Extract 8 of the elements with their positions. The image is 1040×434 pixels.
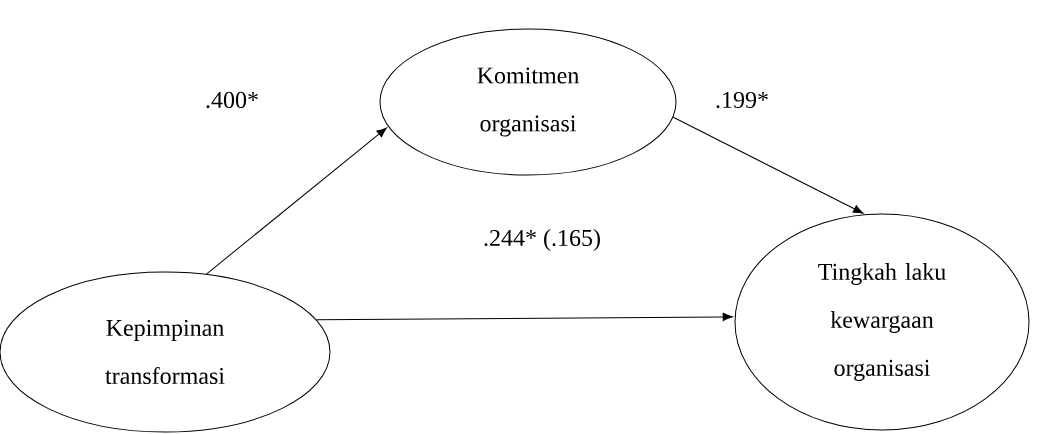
edge-label: .199* [713,89,771,111]
ellipse-node: Komitmen organisasi [379,28,677,176]
arrow [316,312,734,322]
arrow [205,127,387,275]
edge-label: .400* [203,89,261,111]
ellipse-node: Tingkah laku kewargaan organisasi [734,213,1030,431]
arrow [672,116,864,214]
edge-label: .244* (.165) [481,227,603,253]
